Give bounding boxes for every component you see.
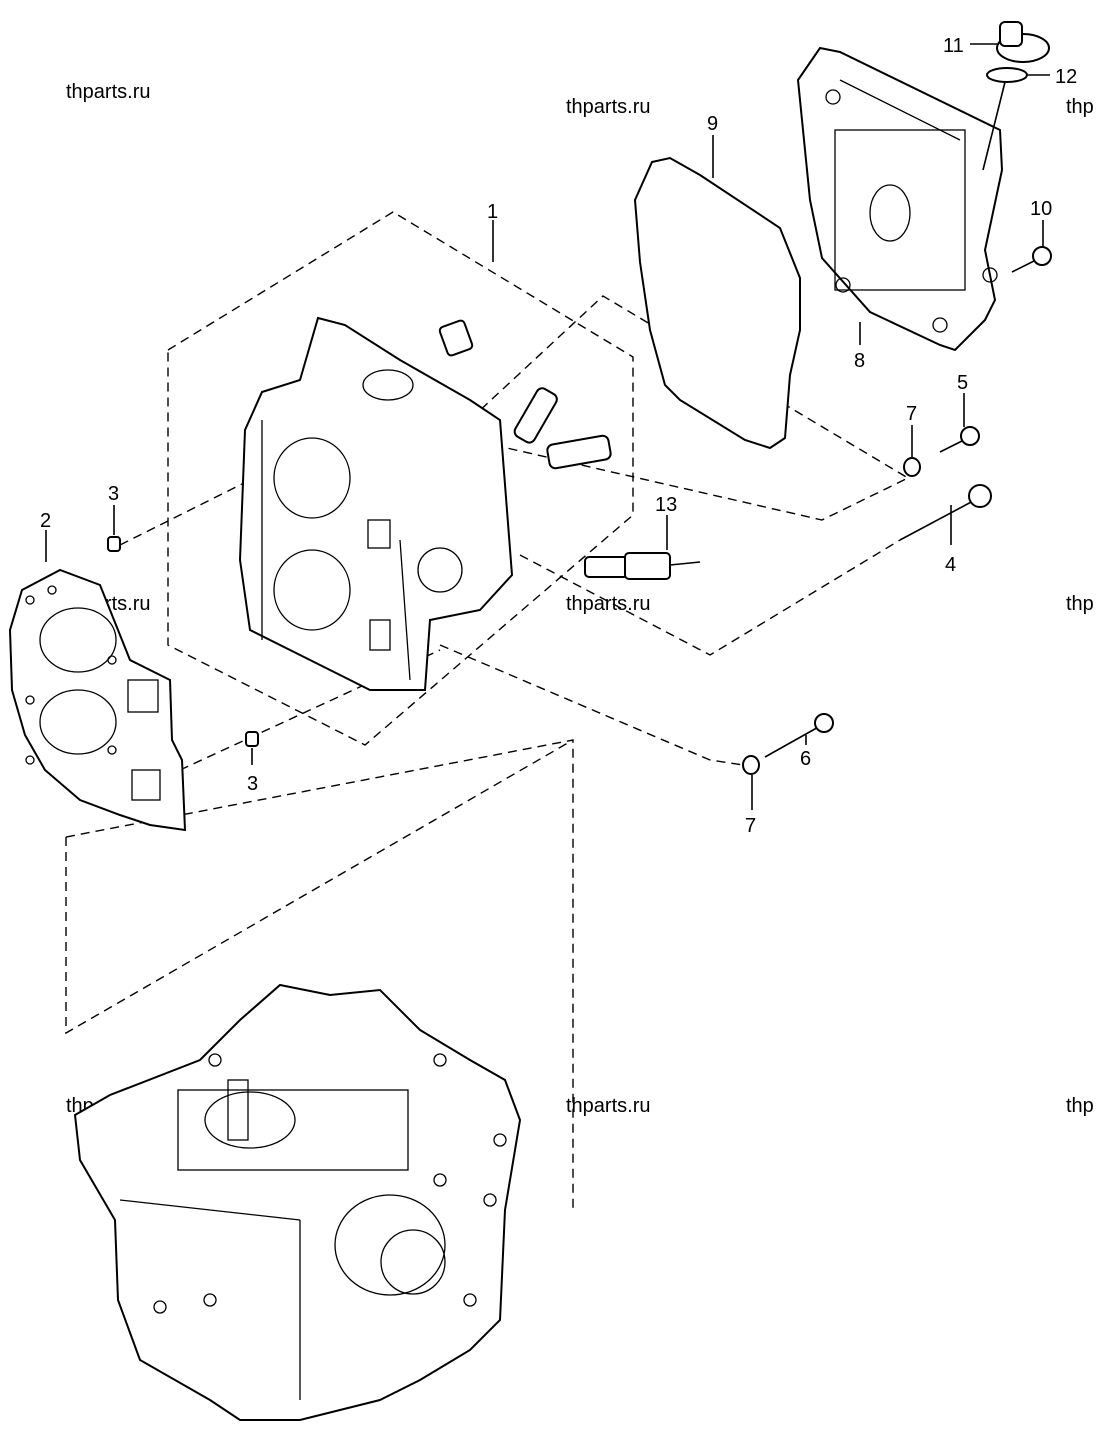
- valve-guides: [438, 319, 612, 470]
- callout-3b: 3: [247, 773, 258, 795]
- callout-6: 6: [800, 748, 811, 770]
- callout-8: 8: [854, 350, 865, 372]
- dowel-pins: [107, 536, 259, 747]
- callout-9: 9: [707, 113, 718, 135]
- watermark: thparts.ru: [66, 81, 150, 103]
- callout-10: 10: [1030, 198, 1052, 220]
- leader-11-to-cover: [982, 81, 1006, 171]
- cylinder-head-assembly-outline: [167, 211, 634, 746]
- callouts: 1 2 3 3 4 5 6 7 7 8 9 10 11 12 13: [40, 35, 1077, 837]
- callout-11: 11: [943, 35, 964, 57]
- callout-3a: 3: [108, 483, 119, 505]
- cylinder-head: [238, 316, 514, 691]
- callout-2: 2: [40, 510, 51, 532]
- cylinder-head-cover: [796, 46, 1004, 352]
- dowel-alignment-line: [179, 649, 441, 771]
- callout-13: 13: [655, 494, 677, 516]
- callout-1: 1: [487, 201, 498, 223]
- block-alignment-line-left: [65, 739, 574, 1035]
- watermark: thparts.ru: [566, 96, 650, 118]
- bolt-6: [764, 713, 834, 758]
- assembly-outlines: [65, 211, 910, 1210]
- callout-5: 5: [957, 372, 968, 394]
- cover-alignment-line: [447, 295, 910, 521]
- head-gasket: [8, 568, 187, 832]
- washer-lower: [742, 755, 760, 775]
- oil-filler-cap: [996, 21, 1050, 63]
- washer-upper: [903, 457, 921, 477]
- callout-7a: 7: [906, 403, 917, 425]
- watermark: thp: [1066, 593, 1094, 615]
- dowel-upper-alignment-line: [119, 474, 261, 546]
- thermo-sensor: [584, 552, 701, 580]
- watermark: thparts.ru: [566, 593, 650, 615]
- callout-4: 4: [945, 554, 956, 576]
- bolt-10: [1011, 246, 1052, 273]
- cover-gasket: [633, 156, 801, 450]
- engine-block: [73, 983, 522, 1421]
- bolt-5: [939, 426, 980, 453]
- watermark: thp: [1066, 96, 1094, 118]
- callout-7b: 7: [745, 815, 756, 837]
- watermark: thparts.ru: [566, 1095, 650, 1117]
- bolt-4-alignment-line: [519, 539, 901, 656]
- callout-12: 12: [1055, 66, 1077, 88]
- watermark: thp: [1066, 1095, 1094, 1117]
- leader-lines: [45, 43, 1050, 810]
- bolt-6-alignment-line: [439, 644, 751, 767]
- o-ring: [986, 67, 1028, 83]
- long-bolt-4: [899, 484, 992, 541]
